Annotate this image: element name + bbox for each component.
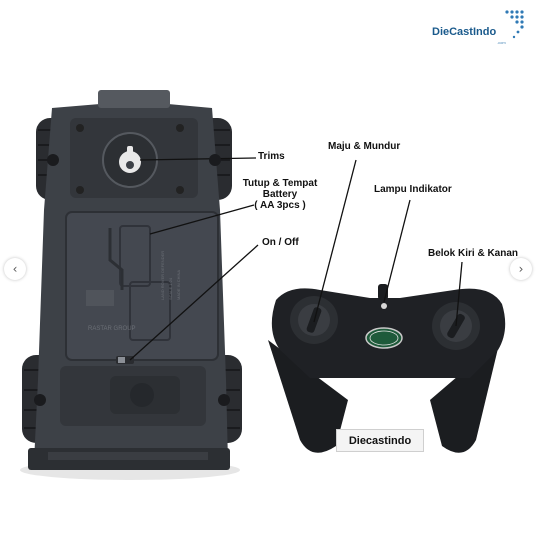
brand-logo-domain: .com — [497, 40, 506, 45]
product-label: Diecastindo — [336, 429, 424, 452]
svg-text:RASTAR GROUP: RASTAR GROUP — [88, 326, 136, 332]
callout-battery-line1: Tutup & Tempat — [242, 178, 318, 189]
callout-battery-line2: Battery — [262, 189, 298, 200]
callout-turn: Belok Kiri & Kanan — [428, 248, 519, 259]
callout-lines — [129, 157, 463, 361]
callout-battery-line3: ( AA 3pcs ) — [254, 200, 306, 211]
callout-light-indicator: Lampu Indikator — [374, 184, 452, 195]
svg-text:MADE IN CHINA: MADE IN CHINA — [176, 269, 181, 300]
car-underside: RASTAR GROUP LAND ROVER DEFENDER SCALE 1… — [22, 90, 242, 470]
callout-forward-back: Maju & Mundur — [328, 141, 401, 152]
carousel-next-button[interactable]: › — [510, 258, 532, 280]
callout-on-off: On / Off — [262, 237, 299, 248]
callout-battery: Tutup & Tempat Battery ( AA 3pcs ) — [238, 178, 322, 211]
svg-text:LAND ROVER DEFENDER: LAND ROVER DEFENDER — [160, 251, 165, 300]
svg-text:SCALE 1:24: SCALE 1:24 — [168, 277, 173, 300]
chevron-right-icon: › — [518, 262, 524, 276]
logo-mark — [505, 10, 524, 39]
chevron-left-icon: ‹ — [12, 262, 18, 276]
carousel-prev-button[interactable]: ‹ — [4, 258, 26, 280]
brand-logo: DieCastIndo — [432, 26, 497, 38]
remote-controller — [268, 284, 506, 453]
callout-trims: Trims — [258, 151, 285, 162]
